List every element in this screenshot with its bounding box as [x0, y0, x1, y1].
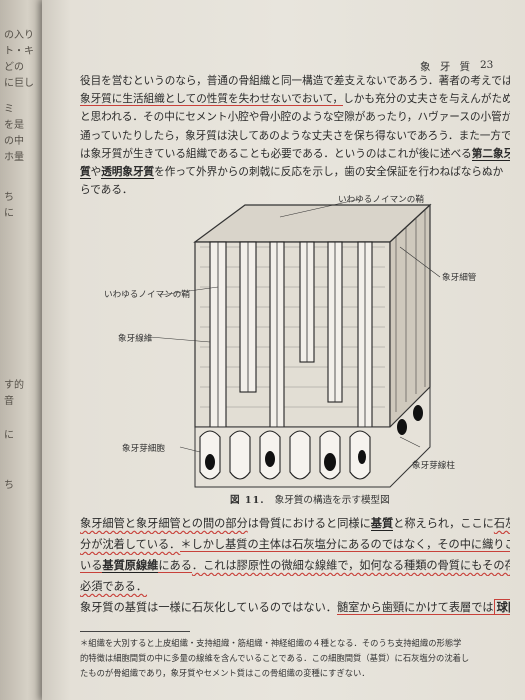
prev-page-fragment: に	[4, 430, 14, 441]
text-line: は象牙質が生きている組織であることも必要である．というのはこれが後に述べる第二象…	[80, 145, 510, 163]
text-line: いる基質原線維にある．これは膠原性の微細な線維で，如何なる種類の骨質にもその存在…	[80, 555, 510, 576]
term-transparent-dentin: 透明象牙質	[101, 166, 155, 180]
term-matrix-fibrils: 基質原線維	[102, 558, 159, 573]
text-span: 象牙質の基質は一様に石灰化しているのではない．	[80, 601, 337, 614]
caption-number: 図 11.	[230, 495, 265, 506]
footnote: ＊組織を大別すると上皮組織・支持組織・筋組織・神経組織の４種となる．そのうち支持…	[80, 636, 510, 681]
prev-page-fragment: ホ量	[4, 152, 24, 163]
text-line: と思われる．その中にセメント小腔や骨小腔のような空隙があったり，ハヴァースの小管…	[80, 111, 510, 124]
previous-page-edge: の入り ト・キ どの に巨し ミ を是 の中 ホ量 ち に す的 音 に ち	[0, 0, 46, 700]
prev-page-fragment: を是	[4, 120, 24, 131]
text-span: しかも充分の丈夫さを与えんがため	[343, 93, 510, 106]
text-line: 必須である．	[80, 576, 510, 597]
footnote-rule	[80, 631, 190, 632]
prev-page-fragment: ち	[4, 480, 14, 491]
label-odontoblast: 象牙芽細胞	[122, 444, 165, 454]
label-dentin-cell-column: 象牙芽線柱	[412, 461, 455, 471]
prev-page-fragment: 音	[4, 396, 14, 407]
footnote-line: ＊組織を大別すると上皮組織・支持組織・筋組織・神経組織の４種となる．そのうち支持…	[80, 638, 462, 648]
page-number: 23	[480, 59, 494, 71]
prev-page-fragment: ち	[4, 192, 14, 203]
underlined-phrase: にある	[158, 559, 192, 573]
caption-text: 象牙質の構造を示す模型図	[274, 495, 390, 506]
underlined-phrase: いる	[80, 559, 103, 573]
dentin-structure-diagram	[149, 198, 441, 488]
prev-page-fragment: ミ	[4, 104, 14, 115]
prev-page-fragment: の中	[4, 136, 24, 147]
prev-page-fragment: どの	[4, 62, 24, 73]
term-matrix: 基質	[370, 516, 394, 531]
text-line: 通っていたりしたら，象牙質は決してあのような丈夫さを保ち得ないであろう．また一方…	[80, 129, 510, 142]
underlined-phrase: ＊しかし基質の主体は石灰塩分にあるのではなく，その中に織りこまれて	[180, 538, 510, 552]
text-span: は骨質におけると同様に	[247, 517, 371, 530]
paragraph-2: 象牙細管と象牙細管との間の部分は骨質におけると同様に基質と称えられ，ここに石灰塩…	[80, 513, 510, 618]
label-neumann-sheath-left: いわゆるノイマンの鞘	[104, 290, 190, 300]
term-secondary-dentin-end: 質	[80, 166, 91, 180]
text-line: 役目を営むというのなら，普通の骨組織と同一構造で差支えないであろう．著者の考えで…	[80, 75, 510, 87]
boxed-term-interglobular: 球間	[493, 599, 510, 615]
text-span: や	[90, 166, 102, 179]
underlined-phrase: ．これは膠原性の微細な線維で，如何なる種類の骨質にもその存在が	[191, 559, 510, 572]
figure-caption: 図 11. 象牙質の構造を示す模型図	[230, 492, 390, 506]
footnote-line: 的特徴は細胞間質の中に多量の線維を含んでいることである．この細胞間質（基質）に石…	[80, 653, 470, 663]
text-span: は象牙質が生きている組織であることも必要である．というのはこれが後に述べる	[80, 147, 472, 160]
underlined-phrase: 象牙細管と象牙細管との間の部分	[80, 517, 248, 530]
text-line: 象牙細管と象牙細管との間の部分は骨質におけると同様に基質と称えられ，ここに石灰塩	[80, 513, 510, 534]
book-page: 象 牙 質 23 役目を営むというのなら，普通の骨組織と同一構造で差支えないであ…	[42, 0, 525, 700]
prev-page-fragment: す的	[4, 380, 24, 391]
running-head: 象 牙 質	[420, 61, 474, 73]
figure-11: いわゆるノイマンの鞘 いわゆるノイマンの鞘 象牙細管 象牙線維 象牙芽細胞 象牙…	[100, 187, 500, 492]
underlined-phrase: 必須である．	[80, 580, 148, 593]
prev-page-fragment: に	[4, 208, 14, 219]
underlined-phrase: 分が沈着している．	[80, 538, 181, 551]
label-dentinal-tubule: 象牙細管	[442, 273, 477, 283]
text-span: を作って外界からの刺戟に反応を示し，歯の安全保証を行わねばならぬか	[154, 166, 504, 179]
paragraph-1: 役目を営むというのなら，普通の骨組織と同一構造で差支えないであろう．著者の考えで…	[80, 72, 510, 199]
text-line: らである．	[80, 184, 133, 197]
prev-page-fragment: ト・キ	[4, 46, 34, 57]
text-span: と称えられ，ここに	[393, 517, 494, 530]
text-line: 象牙質の基質は一様に石灰化しているのではない．髄室から歯頸にかけて表層では球間	[80, 597, 510, 618]
underlined-phrase: 石灰塩	[493, 517, 510, 530]
term-secondary-dentin: 第二象牙	[471, 147, 510, 161]
footnote-line: たものが骨組織であり，象牙質やセメント質はこの骨組織の変種にすぎない．	[80, 668, 370, 678]
prev-page-fragment: に巨し	[4, 78, 34, 89]
text-line: 質や透明象牙質を作って外界からの刺戟に反応を示し，歯の安全保証を行わねばならぬか	[80, 163, 510, 181]
label-dentinal-fiber: 象牙線維	[118, 334, 153, 344]
text-line: 象牙質に生活組織としての性質を失わせないでおいて，しかも充分の丈夫さを与えんがた…	[80, 90, 510, 108]
label-neumann-sheath-top: いわゆるノイマンの鞘	[338, 195, 424, 205]
underlined-phrase: 髄室から歯頸にかけて表層では	[336, 601, 494, 615]
prev-page-fragment: の入り	[4, 30, 34, 41]
text-line: 分が沈着している．＊しかし基質の主体は石灰塩分にあるのではなく，その中に織りこま…	[80, 534, 510, 555]
underlined-phrase: 象牙質に生活組織としての性質を失わせないでおいて，	[80, 93, 344, 107]
